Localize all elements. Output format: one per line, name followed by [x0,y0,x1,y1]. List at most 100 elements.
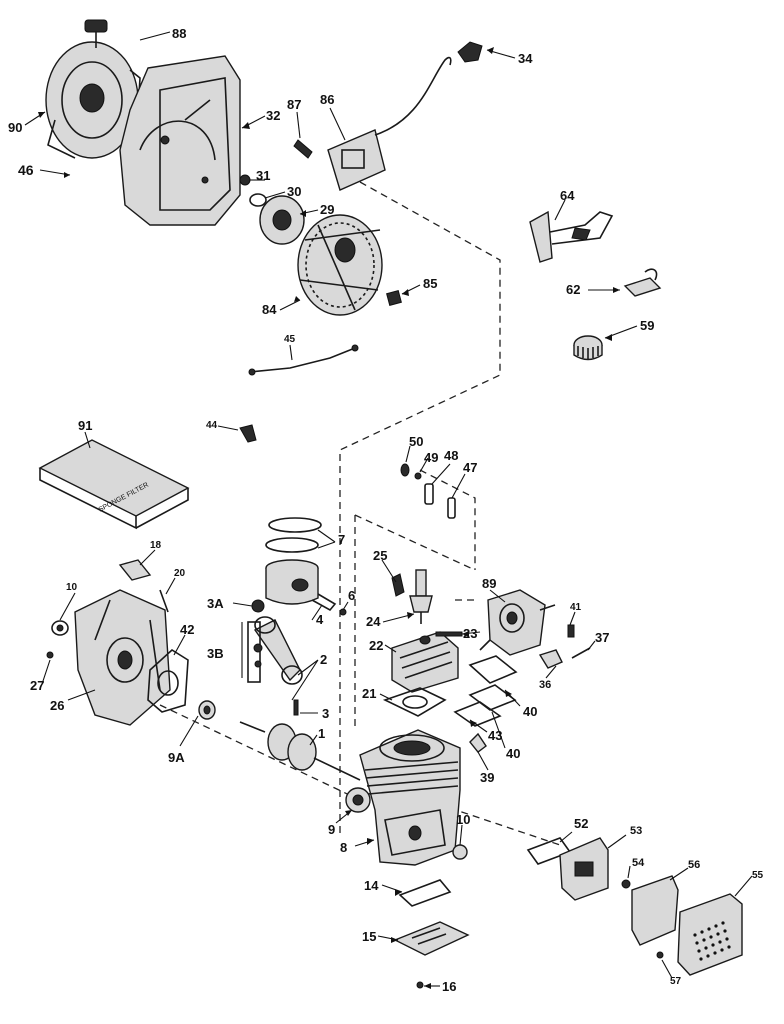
callout-85: 85 [423,276,437,291]
base-plate [393,921,470,989]
callout-34: 34 [518,51,533,66]
callout-90: 90 [8,120,22,135]
callout-23: 23 [463,626,477,641]
callout-4: 4 [316,612,324,627]
callout-16: 16 [442,979,456,994]
carb-linkage [538,624,591,669]
callout-18: 18 [150,540,162,551]
base-gasket [398,879,452,907]
callout-22: 22 [369,638,383,653]
impulse-tube [469,732,487,753]
callout-32: 32 [266,108,280,123]
callout-9A: 9A [168,750,185,765]
callout-2: 2 [320,652,327,667]
recoil-starter [45,19,141,159]
callout-62: 62 [566,282,580,297]
callout-10a: 10 [66,582,78,593]
callout-56: 56 [688,859,700,871]
callout-49: 49 [424,450,438,465]
piston-rings [265,517,322,553]
piston [265,559,347,616]
connecting-rod [247,599,303,716]
callout-30: 30 [287,184,301,199]
callout-31: 31 [256,168,270,183]
callout-24: 24 [366,614,381,629]
callout-89: 89 [482,576,496,591]
cylinder-head [391,631,463,693]
muffler-body [559,837,609,901]
crank-seal [198,700,216,720]
cylinder-block [359,729,461,866]
spark-plug [391,569,433,624]
callout-25: 25 [373,548,387,563]
callout-41: 41 [570,602,582,613]
leader-arrowheads [38,47,620,989]
head-gasket [382,687,447,717]
callout-37: 37 [595,630,609,645]
ground-wire [248,344,359,376]
intake-gaskets [453,655,518,727]
callout-10b: 10 [456,812,470,827]
callout-84: 84 [262,302,277,317]
callout-7: 7 [338,532,345,547]
callout-48: 48 [444,448,458,463]
callout-53: 53 [630,825,642,837]
muffler-bracket [631,875,679,946]
callout-40a: 40 [523,704,537,719]
callout-86: 86 [320,92,334,107]
crankcase-cover [46,559,171,726]
callout-26: 26 [50,698,64,713]
callout-88: 88 [172,26,186,41]
callout-46: 46 [18,162,34,178]
muffler-screw [621,879,631,889]
callout-1: 1 [318,726,325,741]
main-bearing-seal [345,787,371,813]
callout-39: 39 [480,770,494,785]
callout-3B: 3B [207,646,224,661]
wire-clip [239,424,257,443]
callout-50: 50 [409,434,423,449]
callout-21: 21 [362,686,376,701]
carburetor [479,589,556,656]
blower-housing [119,55,241,226]
callout-47: 47 [463,460,477,475]
callout-40b: 40 [506,746,520,761]
spring-clip [623,268,662,297]
flywheel [297,214,402,316]
crankcase-gasket [147,649,189,713]
callout-6: 6 [348,588,355,603]
callout-15: 15 [362,929,376,944]
callout-36: 36 [539,679,551,691]
lower-seal [452,844,468,860]
callout-64: 64 [560,188,575,203]
callout-44: 44 [206,420,218,431]
callout-8: 8 [340,840,347,855]
callout-27: 27 [30,678,44,693]
callout-91: 91 [78,418,92,433]
ignition-coil [293,56,452,191]
callout-57: 57 [670,976,682,987]
callout-42: 42 [180,622,194,637]
callout-59: 59 [640,318,654,333]
throttle-bracket [529,210,614,263]
carburetor-hardware [400,463,456,519]
callout-43: 43 [488,728,502,743]
knob [573,335,603,361]
callout-87: 87 [287,97,301,112]
callout-labels: 88 34 90 87 86 32 46 31 30 29 64 85 84 6… [8,26,764,994]
callout-14: 14 [364,878,379,893]
callout-54: 54 [632,857,645,869]
spark-plug-boot [457,41,483,63]
starter-cup [239,174,305,245]
assembly-dashed-lines [159,181,561,846]
muffler-cover [656,893,743,976]
callout-29: 29 [320,202,334,217]
callout-52: 52 [574,816,588,831]
callout-3A: 3A [207,596,224,611]
callout-45: 45 [284,334,296,345]
callout-3: 3 [322,706,329,721]
callout-9: 9 [328,822,335,837]
crankshaft [239,721,361,781]
callout-20: 20 [174,568,186,579]
